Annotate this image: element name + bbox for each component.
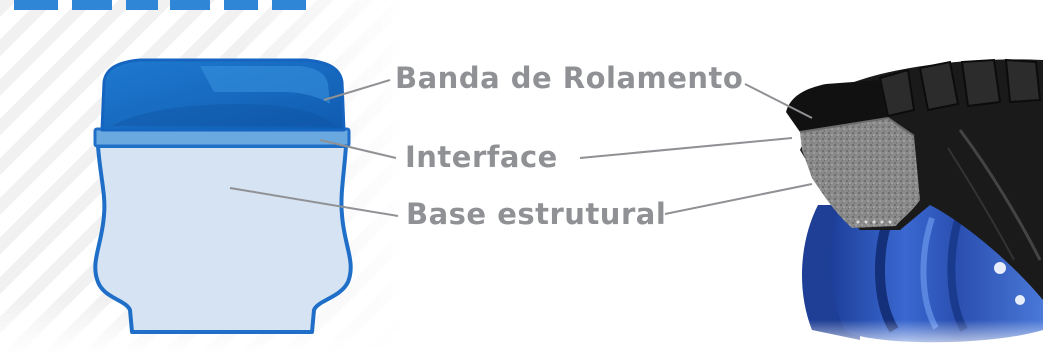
leader-banda-left: [323, 79, 391, 101]
leader-interface-right: [579, 137, 793, 159]
label-base-estrutural: Base estrutural: [406, 197, 667, 231]
interface-band: [93, 127, 351, 148]
label-banda-de-rolamento: Banda de Rolamento: [395, 61, 744, 95]
base-estrutural-shape: [93, 144, 353, 334]
leader-base-left: [229, 187, 399, 217]
leader-interface-left: [319, 139, 397, 159]
leader-banda-right: [744, 83, 813, 119]
schematic-tire: [93, 58, 353, 334]
cropped-heading: [14, 0, 306, 10]
leader-base-right: [664, 183, 813, 215]
label-interface: Interface: [405, 140, 558, 174]
tire-photo-illustration: [780, 58, 1043, 355]
leader-lines: [229, 79, 813, 217]
